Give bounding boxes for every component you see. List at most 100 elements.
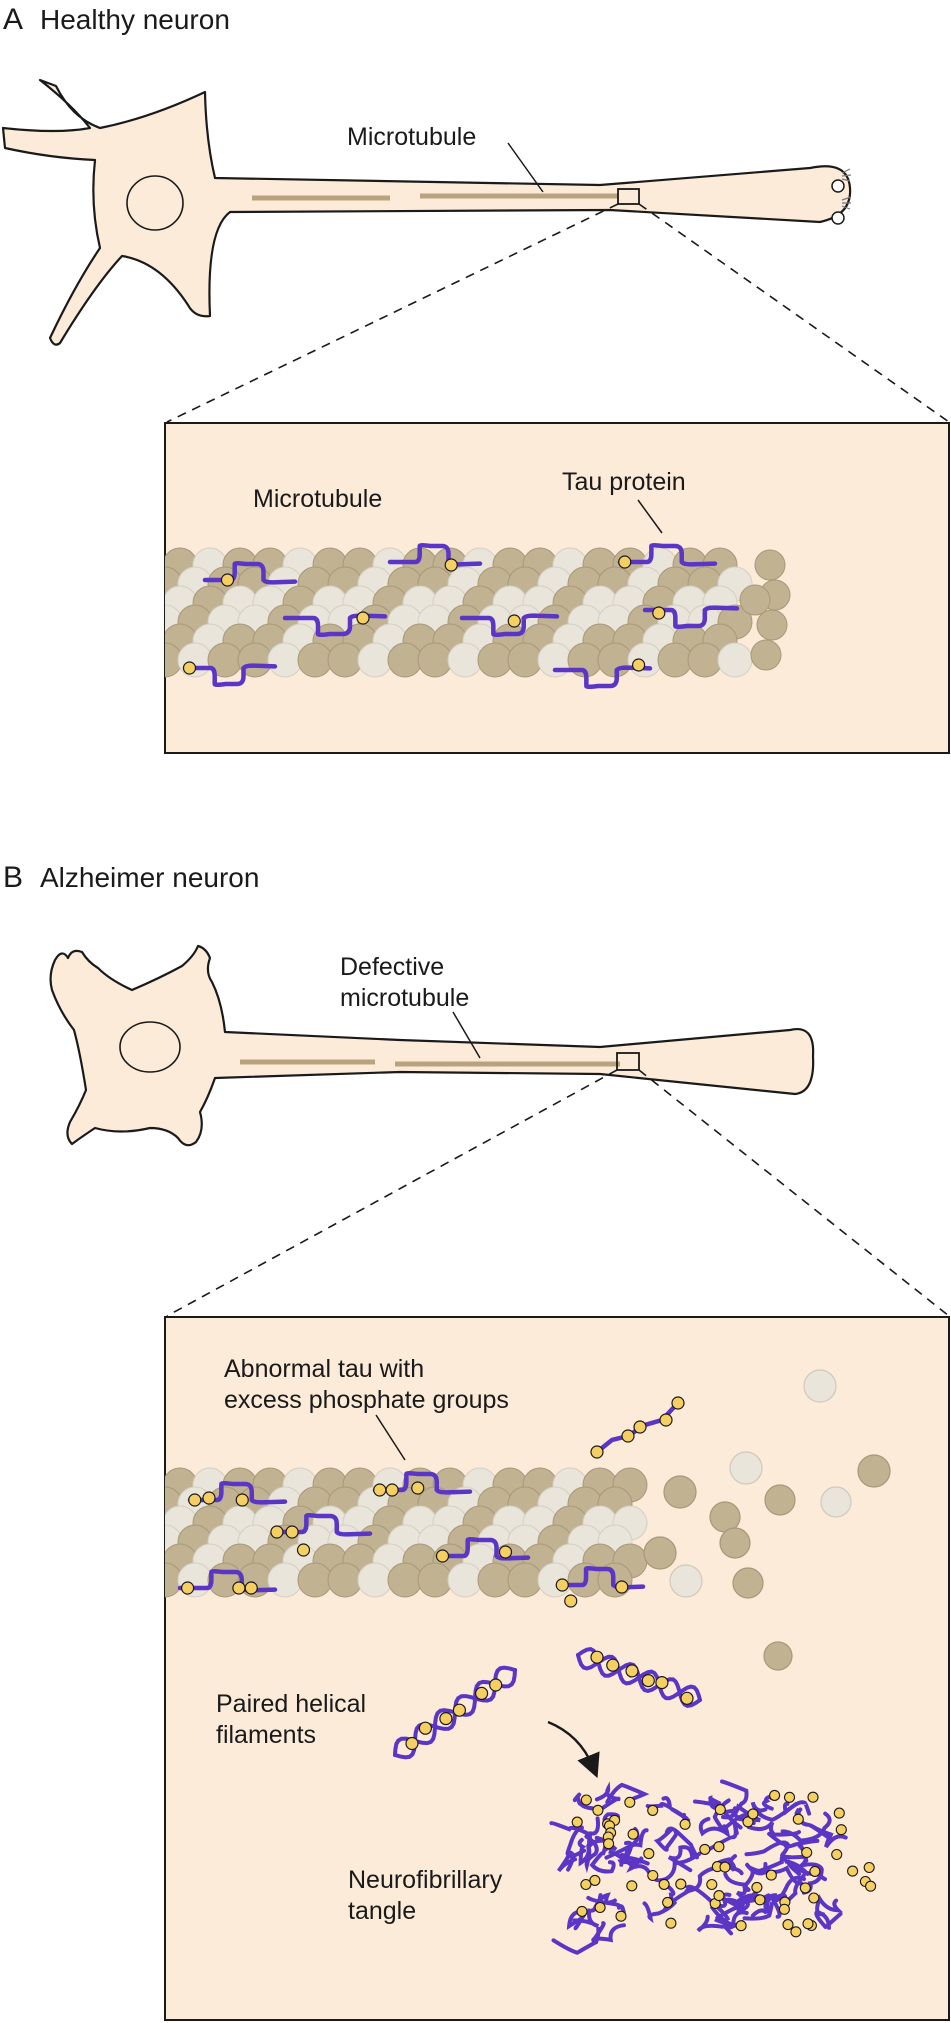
- tubulin-sphere: [327, 642, 363, 678]
- phosphate-group: [792, 1813, 804, 1825]
- phosphate-group: [807, 1791, 819, 1803]
- tubulin-sphere: [447, 642, 483, 678]
- defective-label-line2: microtubule: [340, 984, 469, 1012]
- free-tubulin-sphere: [732, 1567, 764, 1599]
- tangle-fiber: [693, 1795, 725, 1810]
- phosphate-group: [576, 1905, 588, 1917]
- phosphate-group: [627, 1828, 639, 1840]
- zoom-box-a: [617, 188, 640, 205]
- phosphate-group: [782, 1919, 794, 1931]
- phosphate-group: [615, 1910, 627, 1922]
- tangle-fiber: [780, 1838, 820, 1857]
- tubulin-sphere: [507, 642, 543, 678]
- tau-protein: [282, 613, 388, 638]
- tubulin-sphere: [165, 642, 183, 678]
- phosphate-group: [675, 1878, 687, 1890]
- phosphate-group: [735, 1920, 747, 1932]
- tangle-fiber: [594, 1781, 621, 1811]
- phosphate-group: [665, 1917, 677, 1929]
- tangle-fiber: [815, 1894, 844, 1917]
- phosphate-group: [235, 1493, 249, 1507]
- phosphate-group: [659, 1413, 673, 1427]
- phosphate-group: [606, 1658, 620, 1672]
- tangle-fiber: [786, 1854, 808, 1876]
- phosphate-group: [270, 1525, 284, 1539]
- phosphate-group: [373, 1483, 387, 1497]
- free-tubulin-sphere: [857, 1454, 891, 1488]
- phosphate-group: [747, 1808, 759, 1820]
- tangle-fiber: [653, 1828, 679, 1852]
- phosphate-group: [680, 1691, 694, 1705]
- abnormal-tau-label-line2: excess phosphate groups: [224, 1386, 509, 1414]
- tubulin-sphere: [165, 1475, 168, 1495]
- tangle-fiber: [589, 1851, 616, 1874]
- phosphate-group: [754, 1894, 766, 1906]
- free-tubulin-sphere: [729, 1451, 763, 1485]
- abnormal-tau: [372, 1470, 473, 1495]
- phosphate-group: [202, 1491, 216, 1505]
- tau-leader-line: [637, 499, 663, 534]
- phosphate-group: [356, 611, 370, 625]
- phosphate-group: [863, 1861, 875, 1874]
- phosphate-group: [783, 1791, 796, 1803]
- tubulin-sphere: [754, 549, 786, 581]
- tubulin-sphere: [417, 1562, 453, 1598]
- panel-b-letter: B: [3, 861, 23, 894]
- alzheimer-neuron-outline: [49, 944, 815, 1147]
- phosphate-group: [662, 1896, 674, 1908]
- zoom-line-b-left: [166, 1069, 618, 1317]
- tubulin-sphere: [756, 609, 788, 641]
- phosphate-group: [655, 1675, 669, 1690]
- phosphate-group: [181, 1581, 195, 1595]
- phosphate-group: [719, 1861, 731, 1873]
- phosphate-group: [571, 1816, 583, 1828]
- inset-b-free-tubulin: [643, 1369, 891, 1671]
- tubulin-sphere: [750, 639, 782, 671]
- free-tubulin-sphere: [803, 1369, 837, 1403]
- abnormal-tau-leader-line: [375, 1414, 406, 1461]
- zoom-line-a-right: [638, 203, 950, 423]
- phosphate-group: [580, 1794, 592, 1806]
- free-tubulin-sphere: [663, 1475, 697, 1509]
- phosphate-group: [296, 1543, 311, 1557]
- neurofibrillary-tangle: [549, 1779, 877, 1955]
- phosphate-group: [621, 1429, 635, 1443]
- alzheimer-nucleus: [119, 1021, 181, 1073]
- free-tubulin-sphere: [763, 1641, 793, 1671]
- tubulin-sphere: [537, 1562, 573, 1598]
- tubulin-sphere: [165, 1562, 183, 1598]
- phosphate-group: [590, 1445, 604, 1459]
- free-tubulin-sphere: [820, 1486, 852, 1518]
- tangle-fiber: [586, 1895, 626, 1916]
- tangle-fiber: [572, 1792, 599, 1811]
- zoom-box-b: [616, 1052, 640, 1071]
- tangle-fiber: [577, 1837, 591, 1867]
- tangle-fiber: [684, 1864, 744, 1894]
- tubulin-sphere: [447, 1562, 483, 1598]
- phosphate-group: [643, 1848, 655, 1860]
- phosphate-group: [769, 1789, 781, 1801]
- phosphate-group: [778, 1903, 790, 1915]
- phosphate-group: [833, 1807, 845, 1819]
- tubulin-sphere: [165, 555, 168, 575]
- tangle-fiber: [565, 1825, 584, 1872]
- phosphate-group: [765, 1869, 777, 1881]
- phosphate-group: [626, 1880, 638, 1892]
- phosphate-group: [699, 1843, 711, 1855]
- phosphate-group: [232, 1581, 246, 1595]
- tubulin-sphere: [165, 631, 168, 651]
- abnormal-tau: [435, 1536, 531, 1561]
- phosphate-group: [285, 1525, 299, 1539]
- healthy-neuron-outline: [1, 78, 852, 346]
- tangle-label-line2: tangle: [348, 1897, 416, 1925]
- phosphate-group: [625, 1664, 639, 1678]
- tau-protein: [617, 542, 718, 567]
- inset-a-microtubule-spheres: [165, 547, 791, 678]
- panel-a-title: Healthy neuron: [40, 4, 230, 35]
- phosphate-group: [592, 1804, 604, 1816]
- tubulin-sphere: [357, 1562, 393, 1598]
- zoom-line-b-right: [638, 1069, 950, 1317]
- tubulin-sphere: [387, 1562, 423, 1598]
- phosphate-group: [647, 1804, 659, 1816]
- tubulin-sphere: [627, 642, 663, 678]
